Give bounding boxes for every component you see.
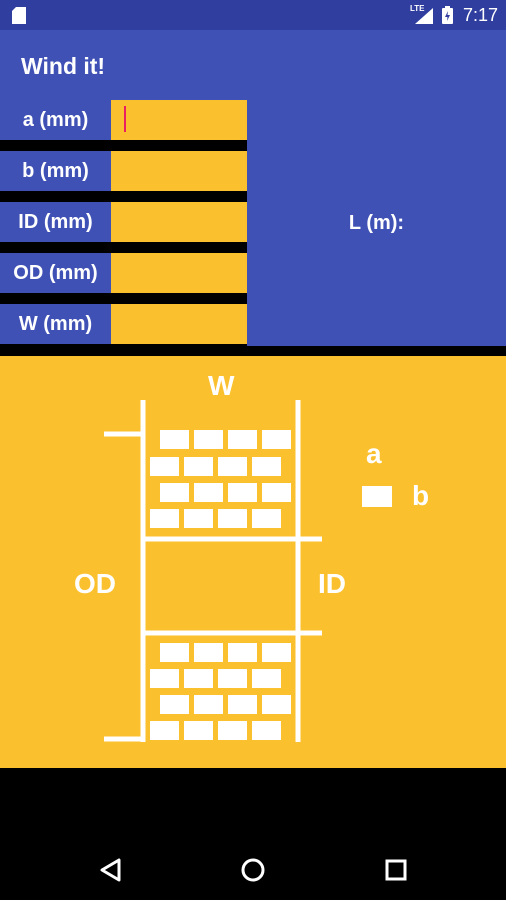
app-bar: Wind it! [0, 30, 506, 100]
navigation-bar [0, 840, 506, 900]
legend-a-label: a [366, 438, 382, 469]
field-row-od: OD (mm) [0, 253, 247, 293]
input-w[interactable] [111, 304, 247, 344]
input-od[interactable] [111, 253, 247, 293]
winding-diagram: W OD ID a b [0, 356, 506, 768]
input-id[interactable] [111, 202, 247, 242]
input-a[interactable] [111, 100, 247, 140]
input-form: a (mm) b (mm) ID (mm) OD (mm) W (mm) L (… [0, 100, 506, 346]
legend-b-label: b [412, 480, 430, 511]
field-label-b: b (mm) [0, 151, 111, 191]
field-label-a: a (mm) [0, 100, 111, 140]
field-row-b: b (mm) [0, 151, 247, 191]
battery-icon [442, 6, 453, 24]
width-label: W [208, 370, 235, 401]
outer-diameter-label: OD [74, 568, 116, 599]
clock: 7:17 [463, 5, 499, 25]
home-icon[interactable] [233, 850, 273, 890]
app-title: Wind it! [21, 53, 106, 79]
field-row-w: W (mm) [0, 304, 247, 344]
signal-icon [415, 8, 433, 24]
upper-winding-layers [150, 430, 291, 528]
result-label: L (m): [348, 211, 405, 234]
sd-card-icon [12, 7, 26, 24]
input-b[interactable] [111, 151, 247, 191]
field-label-od: OD (mm) [0, 253, 111, 293]
spool-drawing [104, 400, 392, 742]
recents-icon[interactable] [376, 850, 416, 890]
network-type: LTE [410, 4, 425, 13]
field-label-w: W (mm) [0, 304, 111, 344]
text-cursor [124, 106, 126, 132]
inner-diameter-label: ID [318, 568, 346, 599]
result-panel: L (m): [247, 100, 506, 346]
status-bar: LTE 7:17 [0, 0, 506, 30]
wire-cross-section-legend [362, 486, 392, 507]
back-icon[interactable] [91, 850, 131, 890]
lower-winding-layers [150, 643, 291, 740]
field-row-a: a (mm) [0, 100, 247, 140]
field-row-id: ID (mm) [0, 202, 247, 242]
field-label-id: ID (mm) [0, 202, 111, 242]
